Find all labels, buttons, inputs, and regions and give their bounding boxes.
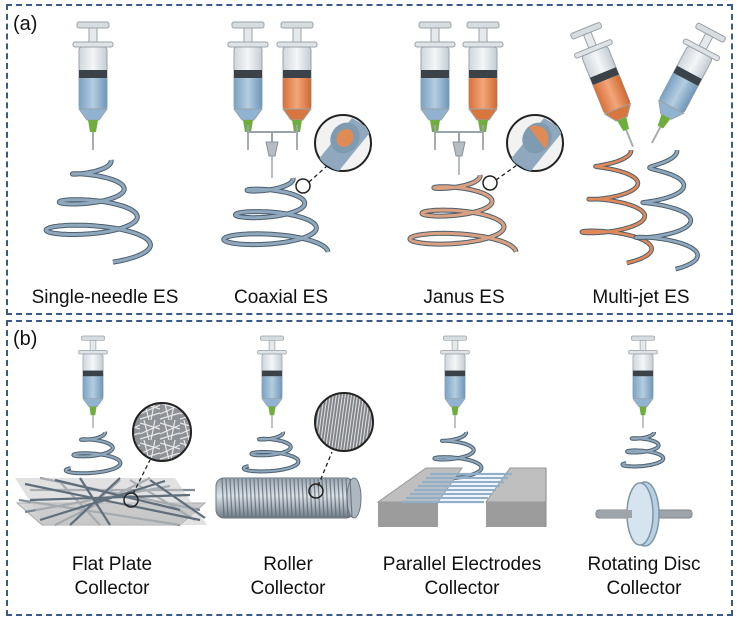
panel-a-syringes (72, 21, 726, 150)
janus-tip (452, 141, 466, 157)
caption-parallel-electrodes-line2: Collector (424, 578, 500, 599)
syringe-multi-jet-left (570, 22, 634, 148)
syringe-multi-jet-right (651, 22, 726, 144)
spiral-multi-jet-blue (634, 149, 699, 271)
roller-collector (215, 477, 362, 519)
spiral-flat-plate (64, 431, 122, 475)
caption-parallel-electrodes: Parallel Electrodes Collector (362, 553, 562, 601)
caption-coaxial: Coaxial ES (234, 287, 328, 308)
syringe-coaxial-outer (276, 21, 318, 150)
spiral-multi-jet-blue-outline (633, 148, 700, 272)
caption-roller-line1: Roller (263, 554, 313, 575)
caption-rotating-disc-line1: Rotating Disc (587, 554, 701, 575)
panel-a-frame (6, 4, 733, 315)
panel-b-fiber-spirals (63, 430, 666, 481)
spiral-janus (408, 174, 518, 253)
janus-cross-section-magnifier (482, 114, 564, 191)
caption-parallel-electrodes-line1: Parallel Electrodes (382, 554, 542, 575)
caption-single-needle: Single-needle ES (31, 287, 179, 308)
syringe-rotating-disc (628, 335, 658, 429)
caption-rotating-disc-line2: Collector (606, 578, 682, 599)
spiral-multi-jet-orange (580, 149, 653, 265)
spiral-multi-jet-orange-outline (579, 148, 654, 266)
parallel-electrodes-collector (376, 467, 547, 527)
syringe-roller (257, 335, 287, 429)
spiral-roller (242, 431, 300, 473)
janus-nozzle (434, 125, 484, 142)
panel-b-frame (6, 320, 733, 616)
syringe-janus-right (462, 21, 504, 150)
syringe-janus-left (414, 21, 456, 150)
flat-plate-fibers (24, 477, 206, 526)
caption-flat-plate-line2: Collector (74, 578, 150, 599)
spiral-rotating-disc (621, 431, 665, 468)
roller-magnifier (308, 392, 374, 499)
syringe-flat-plate (78, 335, 108, 429)
caption-multi-jet: Multi-jet ES (592, 287, 690, 308)
coaxial-cross-section-magnifier (295, 114, 372, 194)
syringe-single-needle (72, 21, 114, 150)
panel-b-label: (b) (13, 328, 38, 350)
spiral-parallel-electrodes (425, 431, 483, 480)
syringe-coaxial-inner (227, 21, 269, 150)
flat-plate-magnifier (123, 402, 192, 508)
panel-a-fiber-spirals (43, 148, 700, 272)
caption-rotating-disc: Rotating Disc Collector (566, 553, 722, 601)
rotating-disc-collector (595, 481, 693, 547)
panel-b-syringes (78, 335, 658, 429)
panel-a-label: (a) (13, 13, 38, 35)
caption-flat-plate-line1: Flat Plate (71, 554, 153, 575)
spiral-single-needle (44, 159, 152, 264)
coaxial-nozzle (247, 125, 298, 142)
syringe-parallel-electrodes (440, 335, 470, 429)
caption-roller-line2: Collector (250, 578, 326, 599)
coaxial-tip (265, 141, 279, 157)
caption-janus: Janus ES (423, 287, 505, 308)
caption-roller: Roller Collector (208, 553, 368, 601)
spiral-coaxial (222, 177, 330, 253)
caption-flat-plate: Flat Plate Collector (12, 553, 212, 601)
